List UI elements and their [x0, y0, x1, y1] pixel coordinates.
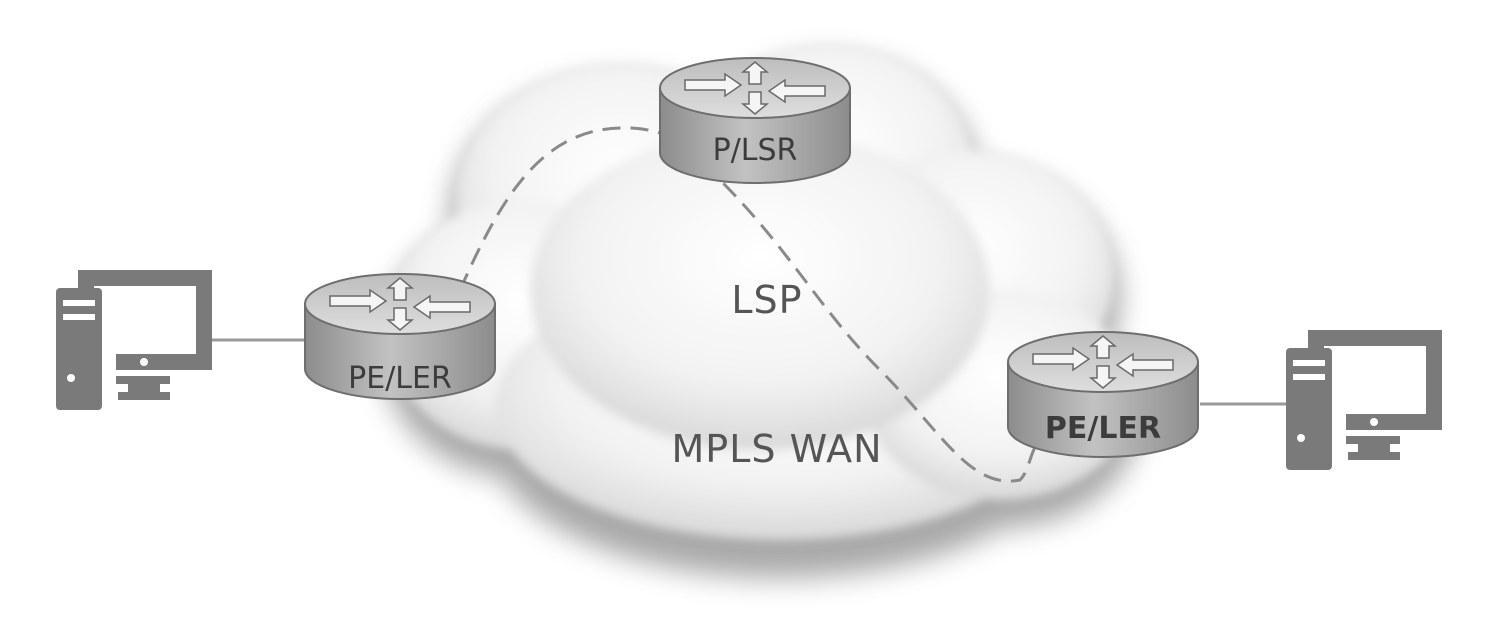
- desktop-computer-icon-left: [56, 270, 212, 410]
- lsp-path: [458, 126, 1042, 483]
- cloud-icon: [380, 45, 1140, 578]
- edge-router-left-label: PE/LER: [348, 361, 452, 396]
- network-label: MPLS WAN: [672, 427, 883, 471]
- edge-router-right-label: PE/LER: [1045, 411, 1161, 446]
- lsp-label: LSP: [731, 278, 802, 322]
- core-router-label: P/LSR: [713, 133, 798, 168]
- desktop-computer-icon-right: [1286, 330, 1442, 470]
